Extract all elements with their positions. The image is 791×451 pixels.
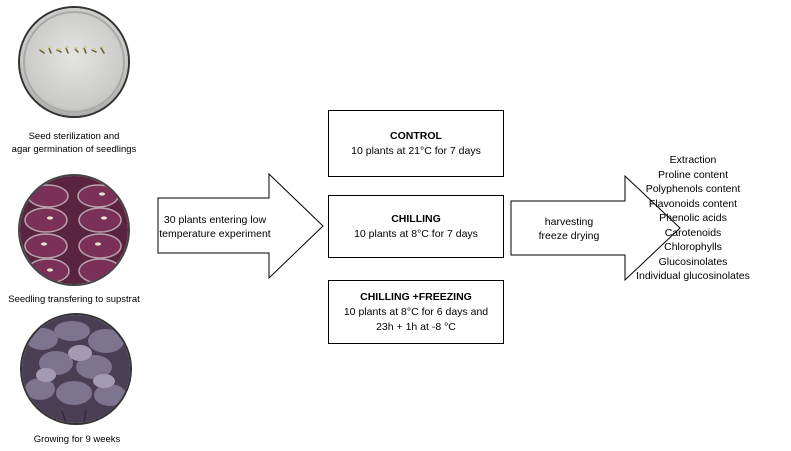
arrow-label-line: freeze drying bbox=[538, 230, 600, 242]
caption-line: agar germination of seedlings bbox=[11, 144, 137, 155]
analysis-item: Proline content bbox=[657, 168, 729, 181]
treatment-box-chilling-freezing: CHILLING +FREEZING 10 plants at 8°C for … bbox=[328, 280, 504, 344]
analyses-list: Extraction Proline content Polyphenols c… bbox=[603, 153, 783, 284]
stage-3-caption: Growing for 9 weeks bbox=[0, 433, 157, 446]
experiment-arrow bbox=[157, 173, 324, 280]
analysis-item: Polyphenols content bbox=[645, 183, 741, 195]
harvest-arrow-label: harvesting freeze drying bbox=[511, 215, 627, 243]
arrow-label-line: 30 plants entering low bbox=[163, 214, 267, 226]
arrow-label-line: harvesting bbox=[544, 216, 594, 228]
petri-dish-photo bbox=[18, 6, 130, 118]
arrow-label-line: temperature experiment bbox=[159, 228, 271, 240]
analysis-item: Glucosinolates bbox=[658, 255, 728, 268]
treatment-box-chilling: CHILLING 10 plants at 8°C for 7 days bbox=[328, 195, 504, 258]
harvest-arrow bbox=[510, 175, 681, 282]
analysis-item: Individual glucosinolates bbox=[636, 270, 750, 282]
analysis-item: Chlorophylls bbox=[664, 241, 722, 253]
treatment-title: CHILLING +FREEZING bbox=[360, 290, 472, 303]
treatment-detail: 10 plants at 8°C for 6 days and 23h + 1h… bbox=[343, 305, 489, 333]
treatment-detail: 10 plants at 21°C for 7 days bbox=[351, 144, 481, 157]
caption-line: Seed sterilization and bbox=[28, 131, 120, 142]
caption-line: Seedling transfering to supstrat bbox=[8, 294, 140, 305]
caption-line: Growing for 9 weeks bbox=[33, 434, 121, 445]
seedling-pots-photo bbox=[18, 174, 130, 286]
analysis-item: Carotenoids bbox=[664, 226, 722, 239]
treatment-box-control: CONTROL 10 plants at 21°C for 7 days bbox=[328, 110, 504, 177]
grown-plants-photo bbox=[20, 313, 132, 425]
experiment-arrow-label: 30 plants entering low temperature exper… bbox=[157, 213, 273, 241]
analysis-item: Flavonoids content bbox=[648, 197, 738, 210]
treatment-title: CHILLING bbox=[391, 212, 441, 225]
analysis-item: Phenolic acids bbox=[659, 212, 727, 224]
treatment-detail: 10 plants at 8°C for 7 days bbox=[354, 227, 478, 240]
treatment-title: CONTROL bbox=[390, 129, 442, 142]
stage-2-caption: Seedling transfering to supstrat bbox=[0, 293, 154, 306]
analysis-item: Extraction bbox=[669, 154, 717, 166]
stage-1-caption: Seed sterilization and agar germination … bbox=[0, 130, 154, 156]
